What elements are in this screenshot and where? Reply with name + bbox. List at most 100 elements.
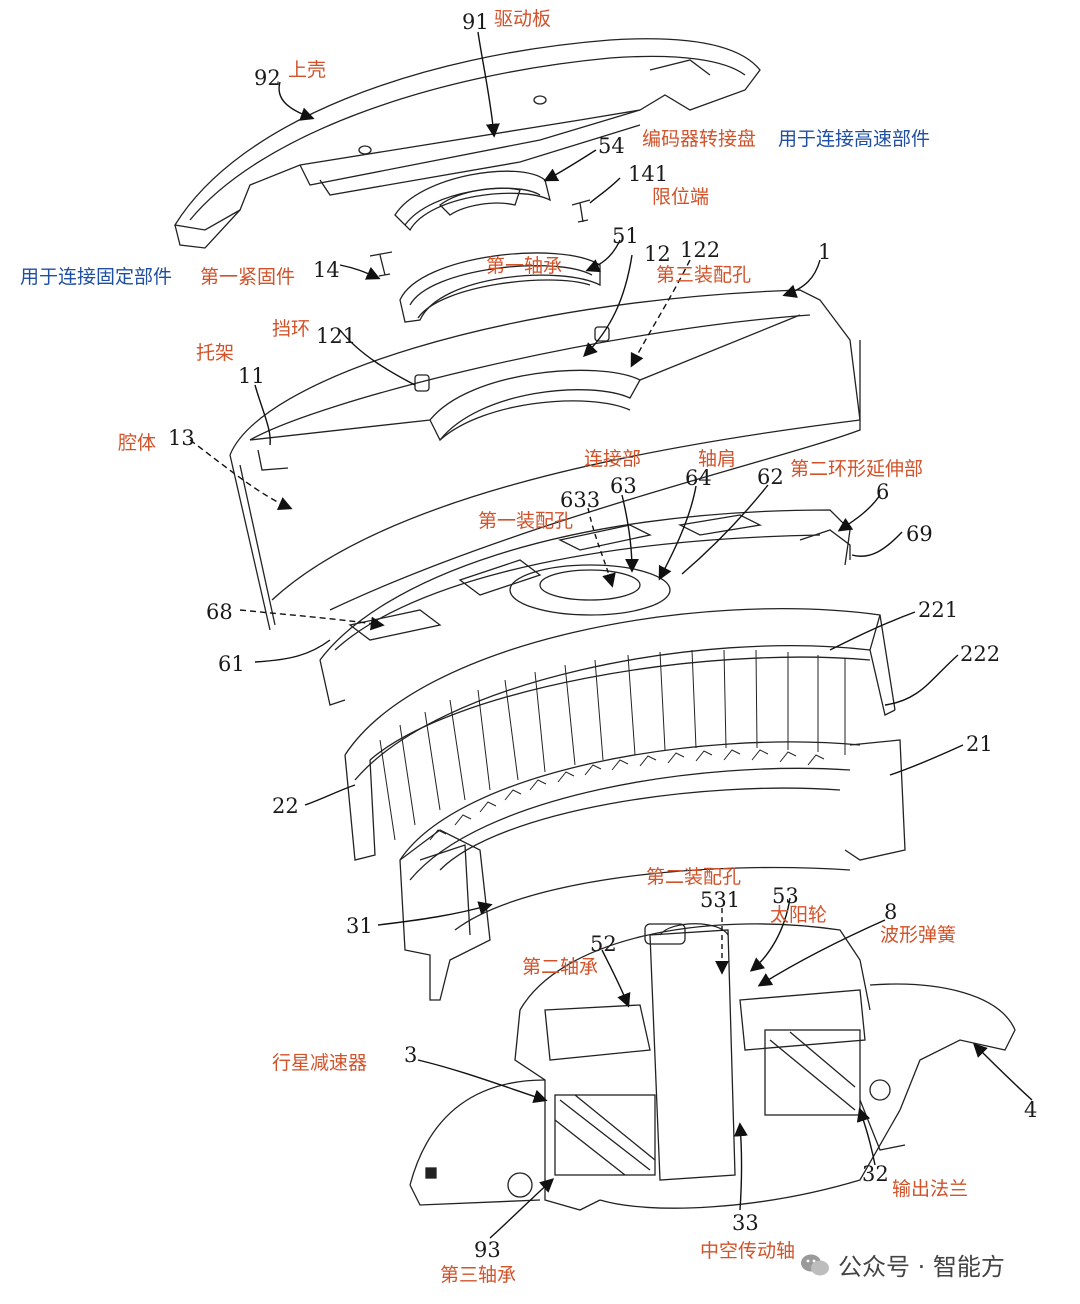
ref-6: 6: [876, 480, 890, 504]
ref-141: 141: [628, 162, 669, 186]
label-limit-end: 限位端: [652, 186, 710, 208]
ref-221: 221: [918, 598, 959, 622]
label-planetary: 行星减速器: [272, 1052, 368, 1074]
ref-51: 51: [612, 224, 639, 248]
label-cavity: 腔体: [118, 432, 157, 454]
label-shaft-shoulder: 轴肩: [698, 448, 737, 470]
encoder-adapter-drawing: [394, 170, 551, 232]
ref-91: 91: [462, 10, 489, 34]
bracket-drawing: [229, 289, 861, 631]
leader-92: [278, 81, 315, 121]
ref-14: 14: [313, 258, 340, 282]
leader-63: [621, 494, 639, 573]
watermark: 公众号 · 智能方: [800, 1247, 1005, 1282]
ref-64: 64: [685, 466, 712, 490]
ref-8: 8: [884, 900, 898, 924]
ref-93: 93: [474, 1238, 501, 1262]
ref-54: 54: [598, 134, 625, 158]
first-bearing-drawing: [399, 252, 601, 323]
label-sun-gear: 太阳轮: [770, 904, 828, 926]
label-first-fastener: 第一紧固件: [200, 266, 296, 288]
leader-62: [681, 484, 769, 575]
ref-33: 33: [732, 1211, 759, 1235]
label-second-ring-ext: 第二环形延伸部: [790, 458, 924, 480]
ref-52: 52: [590, 932, 617, 956]
ref-31: 31: [346, 914, 373, 938]
leader-21: [889, 744, 964, 776]
ref-61: 61: [218, 652, 245, 676]
label-third-hole: 第三装配孔: [656, 264, 752, 286]
leader-61: [254, 639, 331, 663]
label-wave-spring: 波形弹簧: [880, 924, 957, 946]
leader-69: [851, 531, 903, 557]
ref-21: 21: [966, 732, 993, 756]
ref-63: 63: [610, 474, 637, 498]
leader-121: [339, 329, 416, 386]
leader-93: [489, 1178, 555, 1239]
ref-121: 121: [316, 324, 357, 348]
limit-screw-drawing: [571, 199, 591, 223]
leader-22: [304, 784, 356, 806]
label-for-fixed: 用于连接固定部件: [20, 266, 173, 288]
ref-53: 53: [772, 884, 799, 908]
ref-62: 62: [757, 465, 784, 489]
leader-221: [829, 611, 916, 651]
leader-33: [733, 1122, 748, 1211]
lower-plate-drawing: [319, 509, 851, 706]
ref-92: 92: [254, 66, 281, 90]
label-hollow-shaft: 中空传动轴: [700, 1240, 796, 1262]
ref-11: 11: [238, 364, 265, 388]
label-connection: 连接部: [584, 448, 642, 470]
ref-13: 13: [168, 426, 195, 450]
leader-13: [189, 439, 293, 510]
first-fastener-drawing: [369, 251, 393, 277]
stator-ring-drawing: [344, 608, 896, 861]
leader-64: [658, 485, 697, 581]
leader-141: [589, 177, 621, 204]
leader-91: [477, 31, 500, 138]
leader-222: [884, 654, 959, 706]
leader-8: [757, 919, 886, 987]
leader-4: [973, 1043, 1033, 1101]
ref-32: 32: [862, 1162, 889, 1186]
ref-68: 68: [206, 600, 233, 624]
ref-633: 633: [560, 488, 601, 512]
ref-12: 12: [644, 242, 671, 266]
leader-14: [339, 264, 381, 280]
watermark-text: 公众号 · 智能方: [838, 1253, 1005, 1281]
label-upper-shell: 上壳: [288, 59, 327, 81]
label-first-bearing: 第一轴承: [486, 255, 563, 277]
rotor-teeth: [429, 749, 825, 841]
label-encoder-adapter: 编码器转接盘: [642, 128, 757, 150]
label-retaining-ring: 挡环: [272, 318, 311, 340]
label-third-bearing: 第三轴承: [440, 1264, 517, 1286]
upper-shell-drawing: [173, 38, 761, 249]
leader-32: [856, 1107, 876, 1166]
ref-531: 531: [700, 888, 741, 912]
leader-52: [601, 949, 631, 1008]
ref-69: 69: [906, 522, 933, 546]
leader-3: [417, 1059, 548, 1104]
leader-1: [782, 259, 821, 298]
label-second-hole: 第二装配孔: [646, 866, 742, 888]
label-second-bearing: 第二轴承: [522, 956, 599, 978]
ref-4: 4: [1024, 1098, 1038, 1122]
ref-3: 3: [404, 1043, 418, 1067]
leader-6: [837, 494, 881, 532]
leader-51: [585, 239, 621, 273]
leader-11: [254, 384, 271, 446]
leader-68: [239, 609, 385, 631]
label-output-flange: 输出法兰: [892, 1178, 969, 1200]
ref-222: 222: [960, 642, 1001, 666]
ref-22: 22: [272, 794, 299, 818]
reducer-assembly-drawing: [409, 923, 1016, 1211]
leader-633: [587, 507, 616, 588]
ref-122: 122: [680, 238, 721, 262]
label-bracket: 托架: [196, 342, 235, 364]
label-for-high-speed: 用于连接高速部件: [778, 128, 931, 150]
rotor-ring-drawing: [399, 739, 906, 881]
leader-53: [749, 897, 791, 972]
label-drive-board: 驱动板: [494, 8, 552, 30]
